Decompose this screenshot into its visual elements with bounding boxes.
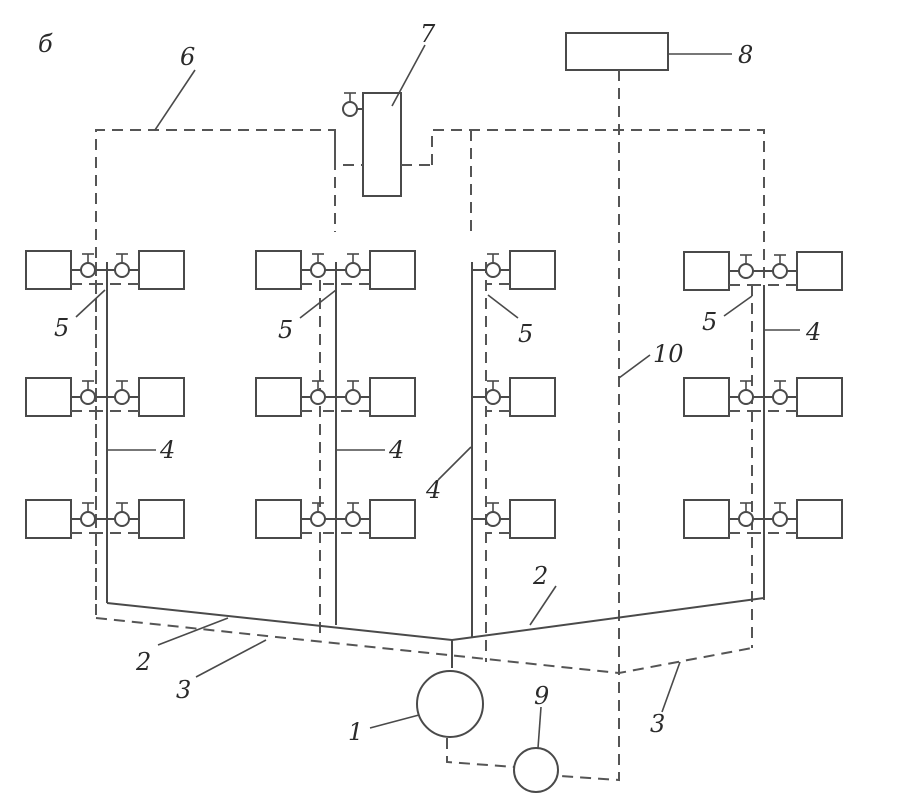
valve-icon xyxy=(485,389,501,405)
label-4-b: 4 xyxy=(388,436,404,464)
label-5-b: 5 xyxy=(278,316,293,344)
label-8: 8 xyxy=(738,41,753,69)
label-2-left: 2 xyxy=(135,648,151,676)
valve-icon xyxy=(114,262,130,278)
valve-icon xyxy=(345,511,361,527)
radiator xyxy=(509,377,556,417)
valve-icon xyxy=(310,262,326,278)
expansion-tank-8 xyxy=(565,32,669,71)
label-4-c: 4 xyxy=(425,476,441,504)
radiators xyxy=(25,250,843,539)
label-3-left: 3 xyxy=(176,676,191,704)
label-4-d: 4 xyxy=(805,318,821,346)
expansion-pipe-10 xyxy=(545,70,620,782)
label-2-right: 2 xyxy=(532,562,548,590)
radiator xyxy=(509,250,556,290)
valve-icon xyxy=(80,389,96,405)
radiator xyxy=(796,251,843,291)
label-5-a: 5 xyxy=(54,314,69,342)
radiator xyxy=(138,250,185,290)
valve-icon xyxy=(772,511,788,527)
valve-icon xyxy=(310,511,326,527)
radiator xyxy=(25,250,72,290)
valve-icon xyxy=(345,389,361,405)
valve-icon xyxy=(345,262,361,278)
return-main-3 xyxy=(95,617,753,675)
radiator xyxy=(369,499,416,539)
radiator xyxy=(369,377,416,417)
label-7: 7 xyxy=(420,20,436,48)
valve-icon xyxy=(114,511,130,527)
boiler-1 xyxy=(416,670,484,738)
label-5-d: 5 xyxy=(702,308,717,336)
radiator xyxy=(25,377,72,417)
valve-icon xyxy=(485,511,501,527)
valve-icon xyxy=(772,389,788,405)
radiator xyxy=(25,499,72,539)
label-5-c: 5 xyxy=(518,320,533,348)
radiator xyxy=(138,377,185,417)
pump-9 xyxy=(513,747,559,793)
radiator xyxy=(683,251,730,291)
leader-lines xyxy=(75,44,800,749)
supply-risers-4 xyxy=(106,262,765,638)
valve-icon xyxy=(738,263,754,279)
radiator xyxy=(796,499,843,539)
valve-icon xyxy=(114,389,130,405)
radiator xyxy=(509,499,556,539)
label-9: 9 xyxy=(534,682,549,710)
label-3-right: 3 xyxy=(650,710,665,738)
radiator xyxy=(138,499,185,539)
radiator xyxy=(255,250,302,290)
valve-icon xyxy=(772,263,788,279)
return-risers xyxy=(95,262,753,662)
valve-icon xyxy=(738,511,754,527)
label-4-a: 4 xyxy=(159,436,175,464)
radiator xyxy=(683,377,730,417)
supply-main-2 xyxy=(106,597,765,642)
valve-icon xyxy=(80,262,96,278)
label-10: 10 xyxy=(653,340,684,368)
radiator xyxy=(369,250,416,290)
air-collector-7 xyxy=(342,92,432,197)
component-labels: 6 7 8 5 5 5 5 4 4 4 4 10 2 2 3 3 1 9 xyxy=(54,20,821,746)
radiator xyxy=(796,377,843,417)
radiator xyxy=(255,377,302,417)
valve-icon xyxy=(738,389,754,405)
valve-icon xyxy=(485,262,501,278)
label-1: 1 xyxy=(348,718,363,746)
radiator xyxy=(683,499,730,539)
valve-icon xyxy=(80,511,96,527)
label-6: 6 xyxy=(180,43,195,71)
corner-label: б xyxy=(38,30,53,58)
radiator xyxy=(255,499,302,539)
valve-icon xyxy=(310,389,326,405)
